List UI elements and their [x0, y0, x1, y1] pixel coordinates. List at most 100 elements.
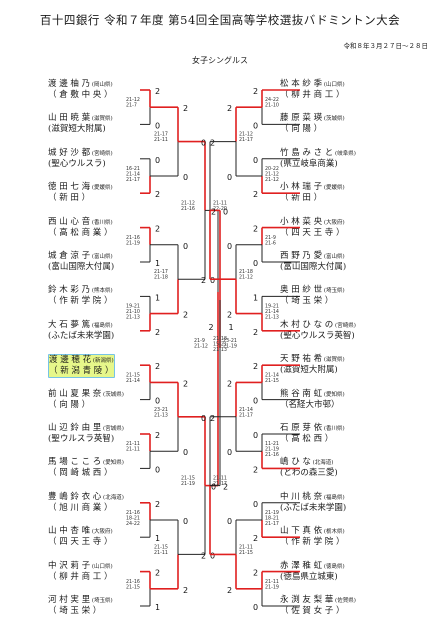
result-top: 0	[155, 156, 160, 165]
result-bottom: 1	[155, 603, 160, 612]
result-bottom: 0	[211, 483, 216, 492]
match-score: 21-12	[126, 97, 140, 103]
result-bottom: 0	[210, 551, 215, 560]
player-name-text: 山 辺 鈴 由 里	[48, 423, 102, 433]
result-top: 2	[227, 104, 232, 113]
player-name: 竹 島 み さ と (岐阜県)	[280, 148, 356, 159]
result-top: 0	[201, 414, 206, 423]
player-team: (滋賀短大附属)	[280, 365, 338, 376]
right-player-entry: 奥 田 紗 世 (埼玉県)（ 埼 玉 栄 ）	[280, 285, 345, 307]
match-score: 21-16	[265, 452, 279, 458]
left-player-entry: 山 田 暁 葉 (滋賀県)(滋賀短大附属)	[48, 113, 113, 135]
right-player-entry: 熊 谷 南 虹 (愛知県)（名経大市邨）	[280, 389, 345, 411]
player-name: 渡 邊 柚 乃 (岡山県)	[48, 79, 113, 90]
player-name-text: 中 沢 莉 子	[48, 560, 91, 571]
player-prefecture: (茨城県)	[322, 116, 345, 123]
match-score: 21-19	[265, 584, 279, 590]
match-score: 18-21	[265, 516, 279, 522]
player-name: 石 原 芽 依 (香川県)	[280, 423, 345, 434]
player-prefecture: (栃木県)	[322, 529, 345, 536]
match-score: 21-14	[239, 407, 253, 413]
player-prefecture: (埼玉県)	[322, 288, 345, 295]
player-name: 大 石 夢 篤 (福島県)	[48, 320, 114, 331]
match-score: 21-15	[126, 372, 140, 378]
right-player-entry: 赤 澤 稚 虹 (徳島県)(徳島県立城東)	[280, 561, 345, 583]
player-prefecture: (大阪府)	[322, 219, 345, 226]
match-score: 21-6	[265, 240, 276, 246]
player-prefecture: (香川県)	[90, 219, 113, 226]
player-team: （ 埼 玉 栄 ）	[48, 606, 102, 616]
right-player-entry: 竹 島 み さ と (岐阜県)(県立岐阜商業)	[280, 148, 356, 170]
result-top: 0	[253, 500, 258, 509]
match-score: 21-19	[126, 240, 140, 246]
match-score: 21-13	[265, 315, 279, 321]
match-score: 21-15	[181, 476, 195, 482]
player-name: 鈴 木 彩 乃 (熊本県)	[48, 285, 113, 296]
player-team: (とわの森三愛)	[280, 468, 338, 479]
match-score: 21-19	[265, 510, 279, 516]
player-name: 熊 谷 南 虹 (愛知県)	[280, 389, 345, 400]
result-bottom: 0	[183, 173, 188, 182]
player-name-text: 木 村 ひ な の	[280, 319, 334, 330]
result-bottom: 0	[227, 448, 232, 457]
player-prefecture: (熊本県)	[90, 288, 113, 295]
match-score: 21-15	[154, 544, 168, 550]
result-bottom: 0	[155, 397, 160, 406]
match-score: 21-16	[126, 510, 140, 516]
right-player-entry: 山 下 真 依 (栃木県)（ 作 新 学 院 ）	[280, 526, 345, 548]
match-score: 21-14	[265, 372, 279, 378]
right-player-entry: 天 野 祐 希 (滋賀県)(滋賀短大附属)	[280, 354, 345, 376]
left-player-entry: 山 中 杏 唯 (大阪府)（ 四 天 王 寺 ）	[48, 526, 113, 548]
player-prefecture: (福島県)	[322, 494, 345, 501]
player-team: （ 新 田 ）	[280, 193, 323, 204]
left-player-entry: 徳 田 七 海 (愛媛県)（ 新 田 ）	[48, 182, 113, 204]
result-top: 2	[253, 362, 258, 371]
player-team: （ 柳 井 商 工 ）	[280, 90, 345, 100]
player-prefecture: (大阪府)	[90, 529, 113, 536]
result-top: 1	[155, 293, 160, 302]
result-top: 2	[210, 139, 215, 148]
result-bottom: 2	[183, 586, 188, 595]
right-player-entry: 藤 原 菜 瑛 (茨城県)（ 向 陽 ）	[280, 113, 345, 135]
final-score: 21-13	[213, 347, 227, 353]
result-top: 0	[253, 431, 258, 440]
player-name: 嶋 ひ な (北海道)	[280, 457, 338, 468]
result-top: 2	[253, 569, 258, 578]
match-score: 20-22	[265, 166, 279, 172]
result-top: 2	[211, 207, 216, 216]
result-top: 2	[155, 87, 160, 96]
player-prefecture: (徳島県)	[322, 563, 345, 570]
player-name: 小 林 瑞 子 (愛媛県)	[280, 182, 345, 193]
player-prefecture: (愛媛県)	[322, 185, 345, 192]
left-player-entry: 河 村 実 里 (埼玉県)（ 埼 玉 栄 ）	[48, 595, 113, 617]
player-prefecture: (北海道)	[310, 460, 334, 467]
result-top: 0	[201, 139, 206, 148]
player-name: 徳 田 七 海 (愛媛県)	[48, 182, 113, 193]
result-top: 2	[155, 431, 160, 440]
player-name-text: 城 倉 涼 子	[48, 251, 91, 261]
player-team: （ 向 陽 ）	[280, 124, 323, 135]
result-bottom: 2	[155, 328, 160, 337]
right-player-entry: 小 林 瑞 子 (愛媛県)（ 新 田 ）	[280, 182, 345, 204]
player-name: 小 林 菜 央 (大阪府)	[280, 217, 345, 228]
player-prefecture: (宮城県)	[101, 426, 124, 432]
player-team: (聖ウルスラ英智)	[48, 434, 115, 444]
match-score: 21-12	[239, 132, 253, 138]
match-score: 21-12	[265, 172, 279, 178]
player-name: 城 好 沙 都 (宮崎県)	[48, 148, 113, 159]
player-team: （ 向 陽 ）	[48, 399, 91, 410]
match-score: 21-17	[265, 521, 279, 527]
match-score: 21-18	[239, 269, 253, 275]
player-name: 河 村 実 里 (埼玉県)	[48, 595, 113, 606]
result-bottom: 0	[210, 276, 215, 285]
result-bottom: 0	[253, 603, 258, 612]
player-name-text: 渡 邊 穂 花	[49, 355, 92, 366]
match-score: 21-17	[239, 412, 253, 418]
player-name-text: 小 林 瑞 子	[280, 182, 323, 193]
player-prefecture: (富山県)	[90, 254, 113, 260]
player-name-text: 天 野 祐 希	[280, 354, 323, 365]
player-team: （ 埼 玉 栄 ）	[280, 296, 334, 307]
result-top: 0	[227, 517, 232, 526]
player-team: (ふたば未来学園)	[280, 502, 347, 513]
player-name: 木 村 ひ な の (宮崎県)	[280, 320, 356, 331]
